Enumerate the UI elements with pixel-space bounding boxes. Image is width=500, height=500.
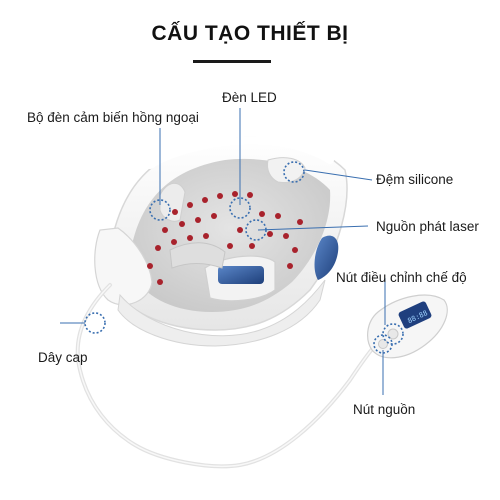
dotted-circle-icon bbox=[84, 312, 106, 334]
power-button-label: Nút nguồn bbox=[353, 402, 416, 417]
laser-label: Nguồn phát laser bbox=[376, 219, 479, 234]
dotted-circle-icon bbox=[373, 334, 393, 354]
led-dots bbox=[147, 191, 303, 285]
cushion-label: Đệm silicone bbox=[376, 172, 454, 187]
mode-button-label: Nút điều chỉnh chế độ bbox=[336, 270, 467, 285]
dotted-circle-icon bbox=[245, 219, 267, 241]
callout-leaders bbox=[60, 108, 386, 395]
sensor-label: Bộ đèn cảm biến hồng ngoại bbox=[27, 110, 199, 125]
dotted-circle-icon bbox=[149, 199, 171, 221]
title-underline bbox=[193, 60, 271, 63]
dotted-circle-icon bbox=[229, 197, 251, 219]
dotted-circle-icon bbox=[283, 161, 305, 183]
cable-label: Dây cap bbox=[38, 350, 88, 365]
callout-markers bbox=[84, 161, 404, 354]
remote-control: 88:88 bbox=[367, 294, 448, 359]
helmet-shell bbox=[94, 136, 348, 347]
page-title: CẤU TẠO THIẾT BỊ bbox=[151, 22, 349, 45]
led-label: Đèn LED bbox=[222, 90, 277, 105]
dotted-circle-icon bbox=[382, 323, 404, 345]
